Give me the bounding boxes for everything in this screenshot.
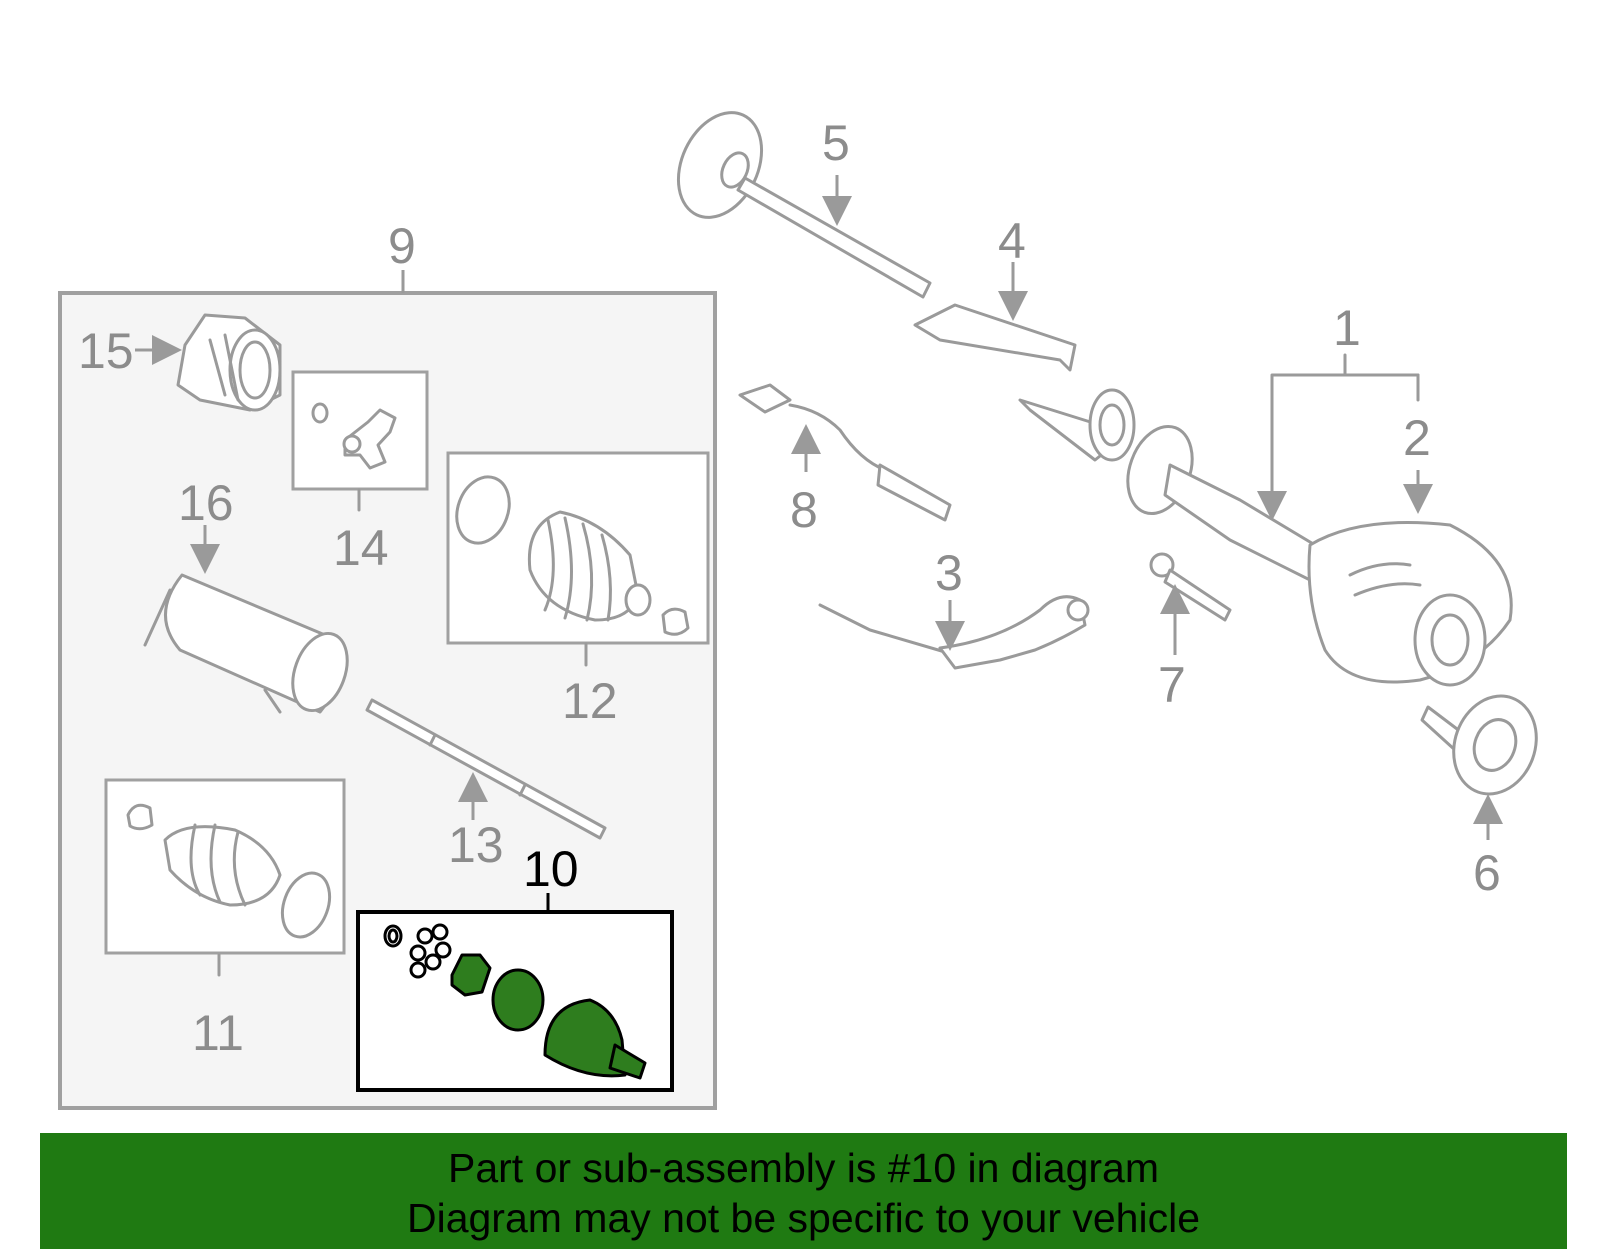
part-6-flange-shaft[interactable] [1420, 684, 1550, 840]
callout-6: 6 [1473, 845, 1501, 901]
callout-5: 5 [822, 115, 850, 171]
callout-2: 2 [1403, 410, 1431, 466]
callout-15: 15 [78, 323, 134, 379]
callout-1: 1 [1333, 300, 1361, 356]
part-15-housing[interactable] [135, 313, 282, 412]
part-1-axle-housing[interactable] [1116, 417, 1513, 687]
callout-13: 13 [448, 817, 504, 873]
callout-10: 10 [523, 841, 579, 897]
banner-line-1: Part or sub-assembly is #10 in diagram [448, 1145, 1159, 1191]
part-1-2-callout-bracket [1257, 353, 1433, 521]
part-11-boot-kit-box[interactable] [104, 778, 346, 977]
callout-16: 16 [178, 475, 234, 531]
part-8-sensor[interactable] [738, 383, 952, 522]
callout-4: 4 [998, 213, 1026, 269]
part-16-shield[interactable] [143, 525, 357, 718]
banner-line-2: Diagram may not be specific to your vehi… [406, 1195, 1200, 1241]
part-10-cv-joint-kit[interactable] [356, 893, 674, 1092]
callout-8: 8 [790, 482, 818, 538]
info-banner: Part or sub-assembly is #10 in diagram D… [40, 1133, 1567, 1249]
part-7-bolt[interactable] [1149, 552, 1232, 655]
part-12-boot-kit-box[interactable] [446, 451, 710, 667]
callout-11: 11 [192, 1005, 244, 1061]
callout-7: 7 [1158, 657, 1186, 713]
callout-labels: 1 2 3 4 5 6 7 8 9 10 11 12 13 14 15 16 [78, 115, 1501, 1061]
callout-3: 3 [935, 545, 963, 601]
callout-12: 12 [562, 673, 618, 729]
part-5-axle-shaft[interactable] [662, 99, 932, 299]
part-13-shaft[interactable] [365, 698, 607, 840]
part-4-bracket[interactable] [913, 262, 1136, 462]
callout-9: 9 [388, 218, 416, 274]
part-14-kit-box[interactable] [291, 370, 429, 512]
callout-14: 14 [333, 520, 389, 576]
part-3-arm[interactable] [818, 595, 1090, 670]
